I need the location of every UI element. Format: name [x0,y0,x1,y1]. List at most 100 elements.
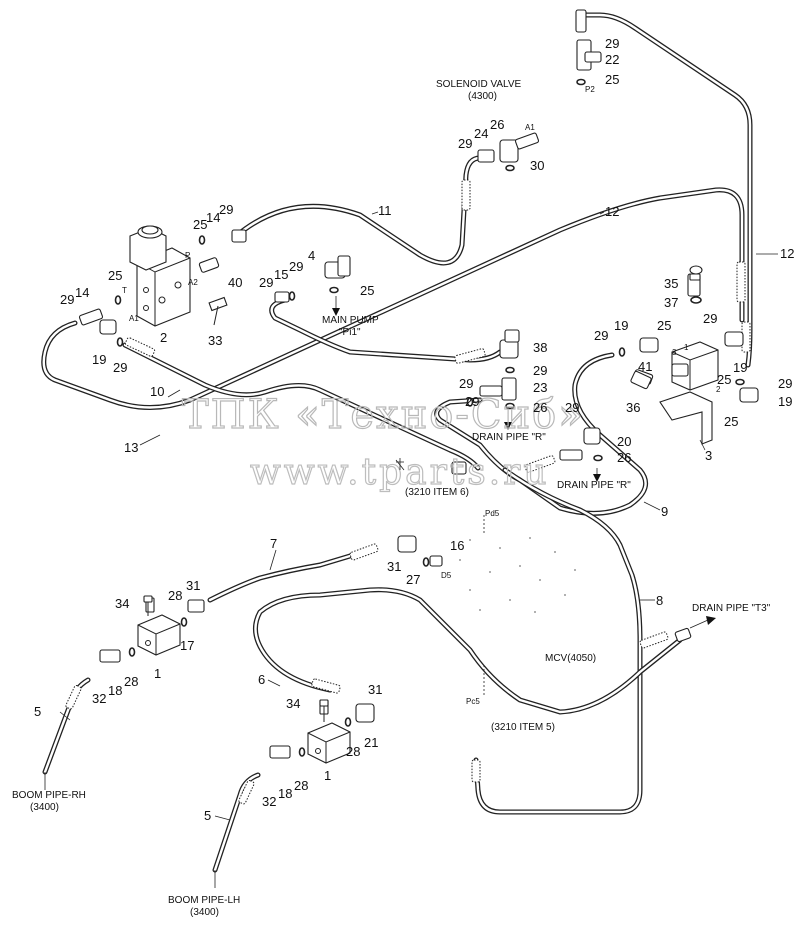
callout-40: 40 [228,275,242,290]
callout-29: 29 [594,328,608,343]
label-main-pump-port: "Pi1" [339,327,361,338]
port-1: 1 [684,343,689,352]
callout-2: 2 [160,330,167,345]
hose-8 [473,467,643,815]
callout-4: 4 [308,248,315,263]
callout-8: 8 [656,593,663,608]
watermark-company: ТПК «Техно-Сиб» [182,392,585,438]
watermark-url: www.tparts.ru [250,452,550,493]
hose-main-pump [269,297,503,363]
callout-33: 33 [208,333,222,348]
callout-35: 35 [664,276,678,291]
label-mcv: MCV(4050) [545,653,596,664]
port-a2: A2 [188,278,198,287]
callout-38: 38 [533,340,547,355]
label-solenoid-valve: SOLENOID VALVE [436,79,522,90]
port-pd5: Pd5 [485,509,500,518]
label-drain-pipe-t3: DRAIN PIPE "T3" [692,603,771,614]
callout-numbers: 29 22 25 26 24 29 30 11 12 12 25 14 29 4… [34,36,794,823]
callout-21: 21 [364,735,378,750]
callout-5: 5 [34,704,41,719]
callout-26: 26 [617,450,631,465]
pipe-5-rh [42,677,91,775]
label-drain-pipe-r-2: DRAIN PIPE "R" [557,480,631,491]
callout-29: 29 [289,259,303,274]
callout-14: 14 [206,210,220,225]
hose-7 [207,547,373,603]
callout-34: 34 [115,596,129,611]
callout-29: 29 [459,376,473,391]
port-d5: D5 [441,571,452,580]
hoses [41,12,753,873]
label-boom-pipe-rh: BOOM PIPE-RH [12,790,86,801]
callout-41: 41 [638,359,652,374]
drain-arrow-t3 [706,616,716,625]
callout-26: 26 [533,400,547,415]
port-a1-top: A1 [525,123,535,132]
callout-3: 3 [705,448,712,463]
callout-12: 12 [605,204,619,219]
bolt-33 [208,296,228,326]
label-boom-pipe-lh: BOOM PIPE-LH [168,895,240,906]
callout-11: 11 [378,203,392,218]
fitting-40 [198,257,220,273]
port-3: 3 [672,348,677,357]
callout-24: 24 [474,126,488,141]
callout-25: 25 [193,217,207,232]
callout-1: 1 [154,666,161,681]
label-ref-item5: (3210 ITEM 5) [491,722,555,733]
callout-26: 26 [490,117,504,132]
callout-17: 17 [180,638,194,653]
callout-25: 25 [108,268,122,283]
callout-32: 32 [92,691,106,706]
callout-25: 25 [717,372,731,387]
callout-28: 28 [168,588,182,603]
callout-29: 29 [778,376,792,391]
callout-1: 1 [324,768,331,783]
port-p2: P2 [585,85,595,94]
hose-9 [434,352,649,516]
leader-lines [44,211,778,888]
callout-29: 29 [458,136,472,151]
arrows [332,296,716,629]
callout-20: 20 [617,434,631,449]
callout-29: 29 [565,400,579,415]
callout-12: 12 [780,246,794,261]
callout-23: 23 [533,380,547,395]
block-1-rh [137,614,181,656]
item6-marker [396,458,404,470]
valve-block-3 [659,341,719,445]
callout-29: 29 [113,360,127,375]
block-1-lh [307,722,351,764]
port-t: T [122,286,127,295]
callout-25: 25 [724,414,738,429]
port-labels: A1 P2 P T A2 A1 Pd5 D5 Pc5 1 2 3 [122,85,721,706]
port-pc5: Pc5 [466,697,480,706]
port-a1-left: A1 [129,314,139,323]
callout-19: 19 [614,318,628,333]
callout-22: 22 [605,52,619,67]
callout-7: 7 [270,536,277,551]
callout-28: 28 [124,674,138,689]
callout-25: 25 [657,318,671,333]
callout-31: 31 [368,682,382,697]
callout-28: 28 [294,778,308,793]
text-labels: SOLENOID VALVE (4300) MAIN PUMP "Pi1" DR… [12,79,771,918]
callout-29: 29 [465,394,479,409]
pump-arrow [332,308,340,316]
callout-19: 19 [92,352,106,367]
callout-31: 31 [387,559,401,574]
drain-arrow-2 [593,474,601,482]
hose-6 [253,587,683,715]
callout-29: 29 [533,363,547,378]
pipe-5-lh [212,772,261,873]
callout-28: 28 [346,744,360,759]
callout-37: 37 [664,295,678,310]
callout-14: 14 [75,285,89,300]
fittings [78,9,759,759]
hose-sleeves [65,179,751,805]
callout-6: 6 [258,672,265,687]
solenoid-valve-block-2 [129,225,191,327]
label-ref-item6: (3210 ITEM 6) [405,487,469,498]
